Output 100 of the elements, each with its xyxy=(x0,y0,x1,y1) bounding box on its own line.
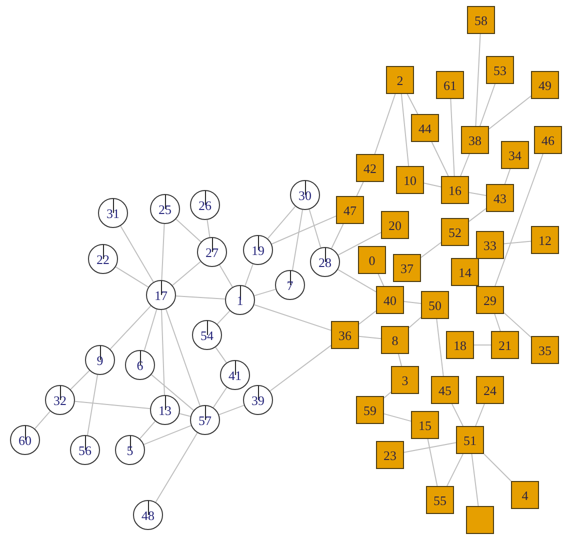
node-label: 40 xyxy=(384,294,396,306)
square-node xyxy=(393,254,421,282)
edge-line xyxy=(179,413,191,417)
node-label: 10 xyxy=(404,174,416,186)
node-label: 31 xyxy=(106,206,120,220)
square-node xyxy=(421,291,449,319)
edge-line xyxy=(408,316,422,328)
edge-line xyxy=(270,344,332,392)
square-node xyxy=(486,184,514,212)
square-node xyxy=(476,286,504,314)
edge-line xyxy=(165,308,201,406)
edge-line xyxy=(244,264,254,286)
edge-line xyxy=(452,404,464,426)
square-node xyxy=(331,321,359,349)
edge-line xyxy=(172,261,202,286)
node-label: 18 xyxy=(454,338,466,352)
square-node xyxy=(467,6,495,34)
node-label: 3 xyxy=(402,374,408,386)
square-node xyxy=(491,331,519,359)
node-label: 26 xyxy=(198,198,212,212)
square-node xyxy=(358,246,386,274)
square-node xyxy=(456,426,484,454)
node-label: 29 xyxy=(484,294,496,306)
square-node xyxy=(381,211,409,239)
node-label: 0 xyxy=(368,254,376,266)
node-label: 56 xyxy=(78,444,92,456)
node-label: 39 xyxy=(252,394,264,406)
edge-line xyxy=(219,264,233,288)
edge-line xyxy=(384,392,392,398)
node-label: 27 xyxy=(206,246,218,258)
edge-line xyxy=(143,425,192,445)
edge-line xyxy=(480,84,496,126)
edge-line xyxy=(74,400,151,410)
node-label: 22 xyxy=(96,252,110,266)
node-label: 13 xyxy=(158,404,172,416)
edge-line xyxy=(338,232,382,256)
edge-line xyxy=(292,209,304,271)
square-node xyxy=(451,258,479,286)
edge-line xyxy=(356,182,364,196)
edge-line xyxy=(337,269,376,292)
edge-line xyxy=(374,94,396,154)
edge-line xyxy=(254,288,276,296)
square-node xyxy=(391,366,419,394)
square-node xyxy=(436,71,464,99)
edge-line xyxy=(161,223,165,281)
square-node xyxy=(411,411,439,439)
edge-line xyxy=(215,346,227,364)
square-node xyxy=(336,196,364,224)
node-label: 41 xyxy=(228,368,242,382)
edge-line xyxy=(120,225,154,283)
edge-line xyxy=(471,454,479,506)
edge-line xyxy=(420,242,442,258)
square-node xyxy=(411,114,439,142)
square-node xyxy=(476,376,504,404)
node-label: 1 xyxy=(236,294,244,306)
edge-line xyxy=(398,354,402,366)
edge-line xyxy=(86,374,98,436)
edge-line xyxy=(308,208,322,248)
node-label: 32 xyxy=(54,394,66,406)
node-label: 48 xyxy=(142,508,154,522)
square-node xyxy=(386,66,414,94)
edge-line xyxy=(436,318,444,376)
edge-line xyxy=(400,94,410,166)
edge-line xyxy=(424,182,442,188)
edge-line xyxy=(358,336,382,340)
square-node xyxy=(534,126,562,154)
edge-line xyxy=(267,206,296,240)
edge-line xyxy=(484,454,512,482)
square-node xyxy=(511,481,539,509)
node-label: 36 xyxy=(338,328,352,342)
square-node xyxy=(396,166,424,194)
edge-line xyxy=(218,404,244,416)
square-node xyxy=(501,141,529,169)
node-label: 24 xyxy=(484,384,496,396)
edge-line xyxy=(494,154,544,286)
square-node xyxy=(426,486,454,514)
node-label: 51 xyxy=(464,434,476,446)
edge-line xyxy=(384,413,412,422)
edge-line xyxy=(115,266,149,288)
node-label: 6 xyxy=(136,358,144,372)
edge-line xyxy=(139,420,156,440)
edge-line xyxy=(271,216,336,245)
edge-line xyxy=(450,98,455,176)
square-node xyxy=(476,231,504,259)
node-label: 50 xyxy=(428,298,442,312)
square-node xyxy=(356,154,384,182)
square-node xyxy=(376,441,404,469)
edge-line xyxy=(150,374,194,411)
edge-line xyxy=(110,305,152,350)
square-node xyxy=(431,376,459,404)
node-label: 7 xyxy=(286,278,294,292)
edge-line xyxy=(431,142,449,176)
node-label: 43 xyxy=(494,192,506,204)
node-label: 33 xyxy=(484,238,496,252)
node-label: 38 xyxy=(468,134,482,146)
node-label: 14 xyxy=(458,266,472,278)
edge-line xyxy=(358,310,376,325)
edge-line xyxy=(494,314,501,332)
node-label: 53 xyxy=(494,64,506,76)
square-node xyxy=(531,226,559,254)
